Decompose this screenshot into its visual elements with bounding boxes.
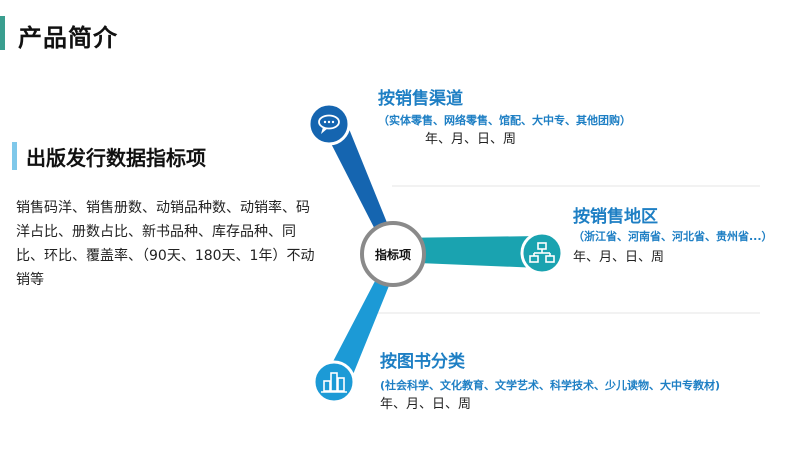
spoke-channel [318,114,396,251]
hub-circle [360,221,426,287]
category-title: 按图书分类 [380,352,465,372]
hub-label: 指标项 [374,248,411,262]
category-periods: 年、月、日、周 [380,397,472,412]
section-accent-bar [12,142,17,170]
title-accent-bar [0,16,5,50]
section-title: 出版发行数据指标项 [26,146,206,170]
page-title: 产品简介 [18,24,118,52]
spoke-category [326,260,397,377]
chat-bubble-icon [307,102,351,146]
spoke-region [394,236,540,268]
region-title: 按销售地区 [573,207,658,227]
metrics-description: 销售码洋、销售册数、动销品种数、动销率、码洋占比、册数占比、新书品种、库存品种、… [16,200,315,288]
region-detail: （浙江省、河南省、河北省、贵州省...） [573,230,773,243]
category-detail: (社会科学、文化教育、文学艺术、科学技术、少儿读物、大中专教材) [380,379,721,392]
network-icon [520,231,564,275]
channel-title: 按销售渠道 [378,89,463,109]
channel-periods: 年、月、日、周 [425,132,517,147]
channel-detail: （实体零售、网络零售、馆配、大中专、其他团购） [378,114,631,127]
buildings-icon [312,360,356,404]
region-periods: 年、月、日、周 [573,250,665,265]
